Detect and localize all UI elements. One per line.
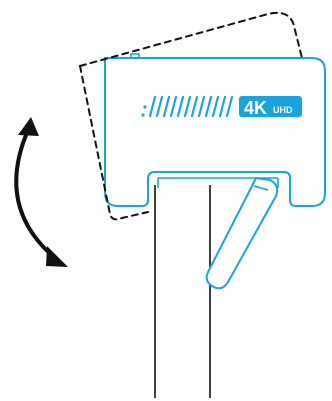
badge-sub-label: UHD [273, 105, 293, 115]
resolution-badge: 4K UHD [239, 96, 302, 118]
webcam-body [104, 53, 326, 207]
curved-double-arrow-icon [14, 117, 68, 267]
lens-slash-pattern [141, 95, 234, 118]
stand-pole [154, 185, 211, 398]
clip-arm [205, 176, 279, 290]
tilt-outline-dashed [79, 11, 303, 221]
badge-main-label: 4K [244, 98, 267, 118]
